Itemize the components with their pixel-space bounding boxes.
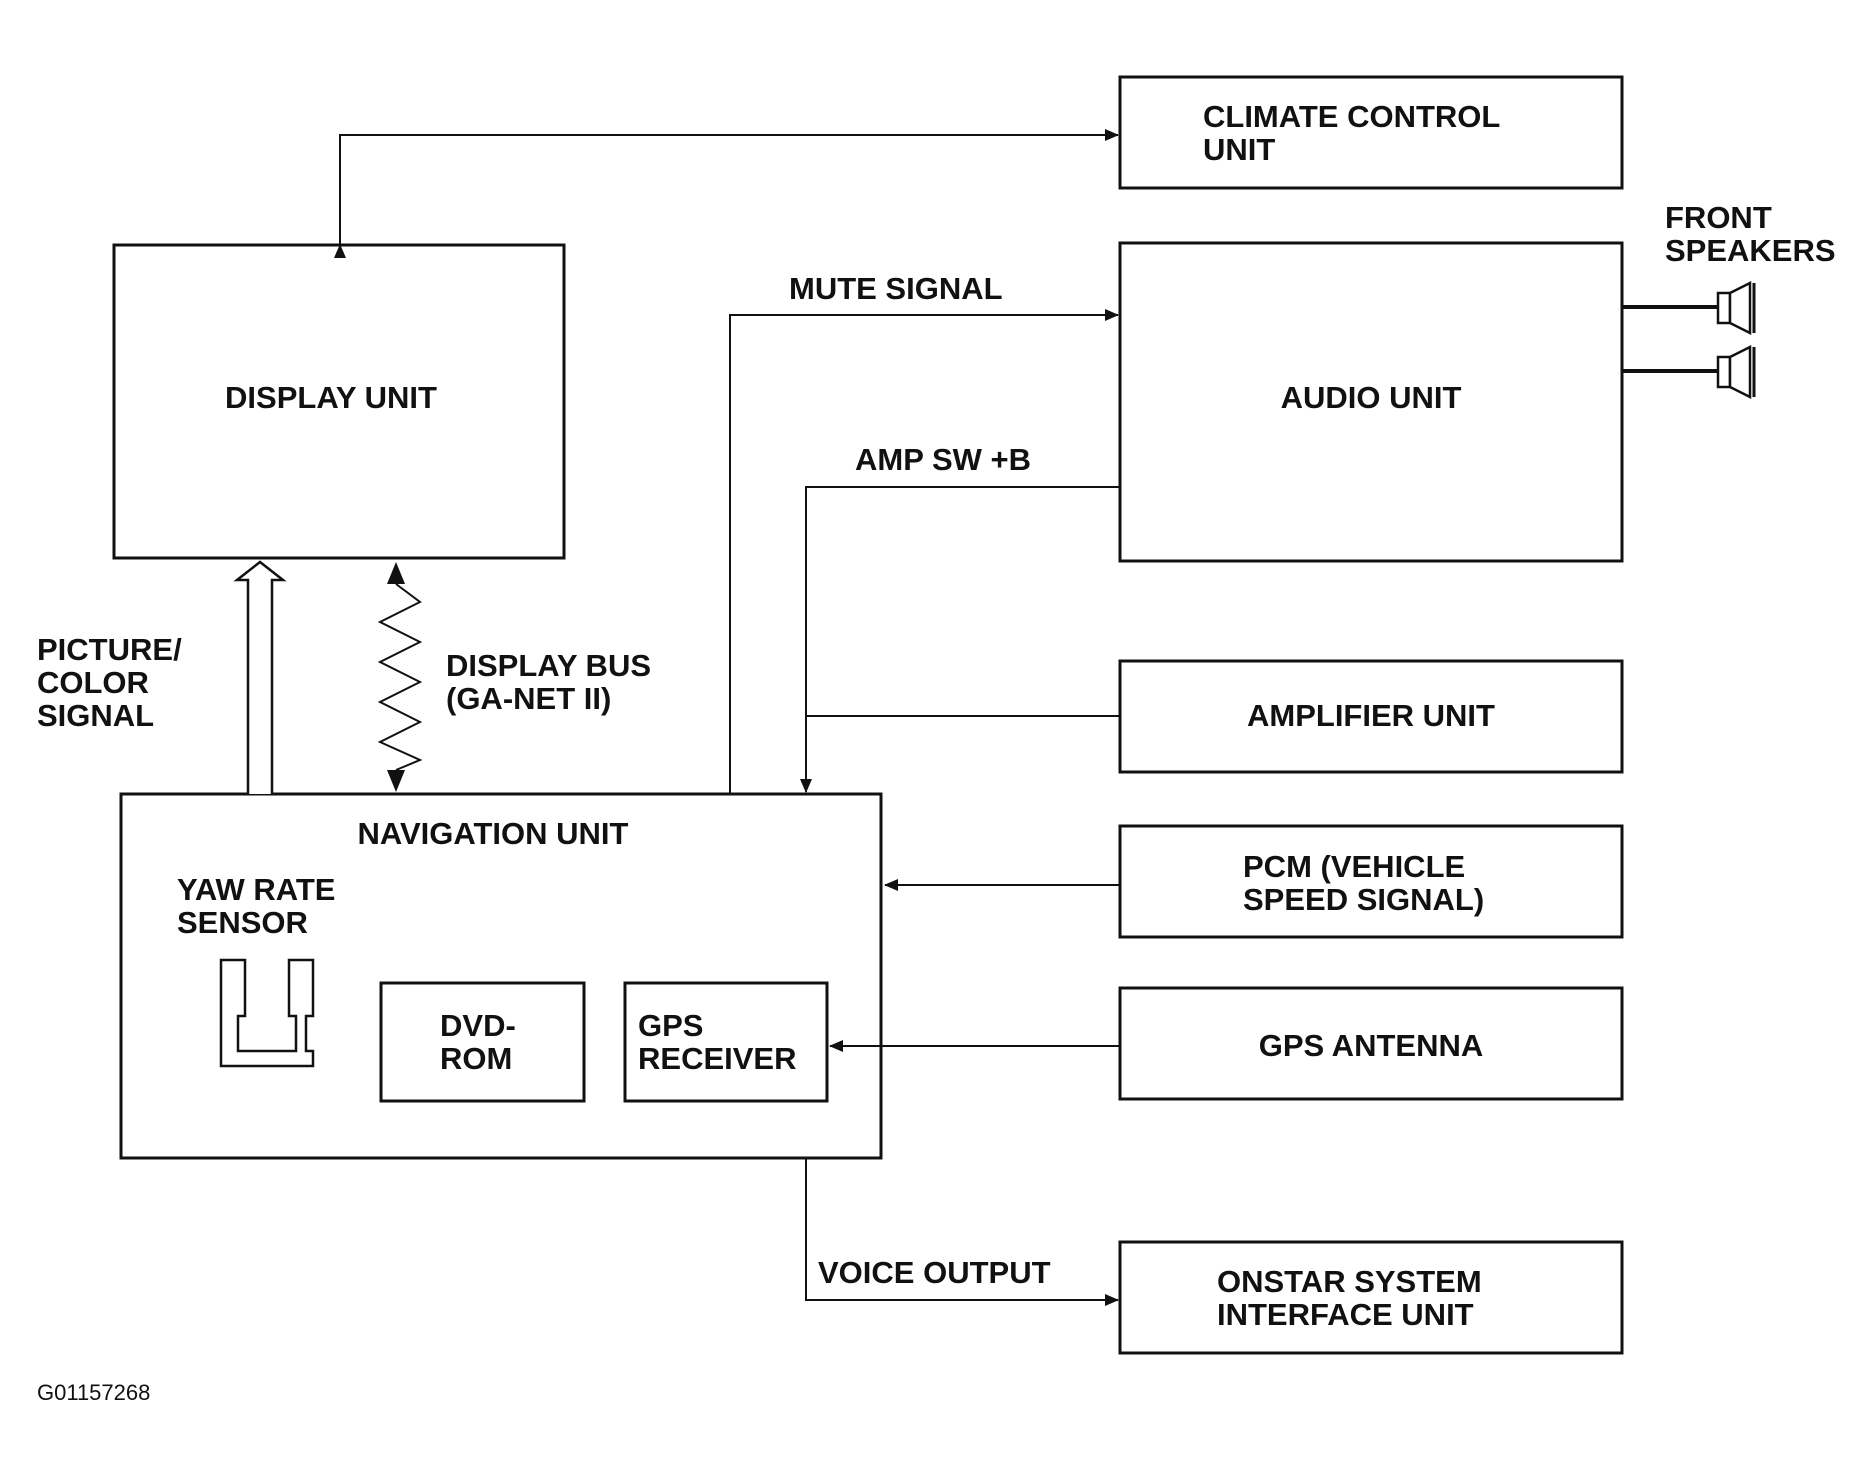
front-speakers-label: FRONT SPEAKERS: [1665, 200, 1836, 268]
pcm-label: PCM (VEHICLE SPEED SIGNAL): [1243, 849, 1484, 917]
climate-display-link: [334, 129, 1119, 258]
figure-code: G01157268: [37, 1380, 150, 1405]
yaw-rate-sensor-label: YAW RATE SENSOR: [177, 872, 344, 940]
mute-signal-line: [729, 309, 1119, 794]
climate-control-unit-label: CLIMATE CONTROL UNIT: [1203, 99, 1508, 167]
picture-signal-arrow: [233, 560, 287, 794]
amp-sw-line: [800, 486, 1120, 793]
yaw-rate-sensor-icon: [219, 958, 315, 1068]
onstar-interface-box: [1118, 1240, 1624, 1355]
navigation-unit-label: NAVIGATION UNIT: [358, 816, 629, 851]
voice-output-line: [805, 1158, 1119, 1306]
climate-control-unit-box: [1118, 75, 1624, 190]
display-unit-label: DISPLAY UNIT: [225, 380, 437, 415]
front-speaker-upper-icon: [1716, 280, 1756, 336]
audio-unit-box: [1118, 241, 1624, 563]
dvd-rom-label: DVD- ROM: [440, 1008, 524, 1076]
gps-receiver-label: GPS RECEIVER: [638, 1008, 796, 1076]
gps-antenna-box: [1118, 986, 1624, 1101]
onstar-interface-label: ONSTAR SYSTEM INTERFACE UNIT: [1217, 1264, 1490, 1332]
pcm-box: [1118, 824, 1624, 939]
picture-color-signal-label: PICTURE/ COLOR SIGNAL: [37, 632, 190, 733]
amp-sw-label: AMP SW +B: [855, 442, 1031, 477]
gps-antenna-label: GPS ANTENNA: [1259, 1028, 1483, 1063]
dvd-rom-box: [379, 981, 586, 1103]
display-bus-label: DISPLAY BUS (GA-NET II): [446, 648, 660, 716]
display-bus-arrow: [377, 562, 423, 792]
front-speaker-lower-icon: [1716, 344, 1756, 400]
amplifier-unit-box: [1118, 659, 1624, 774]
display-unit-box: [112, 243, 566, 560]
voice-output-label: VOICE OUTPUT: [818, 1255, 1051, 1290]
audio-unit-label: AUDIO UNIT: [1281, 380, 1462, 415]
gps-receiver-box: [623, 981, 829, 1103]
amplifier-unit-label: AMPLIFIER UNIT: [1247, 698, 1495, 733]
mute-signal-label: MUTE SIGNAL: [789, 271, 1003, 306]
